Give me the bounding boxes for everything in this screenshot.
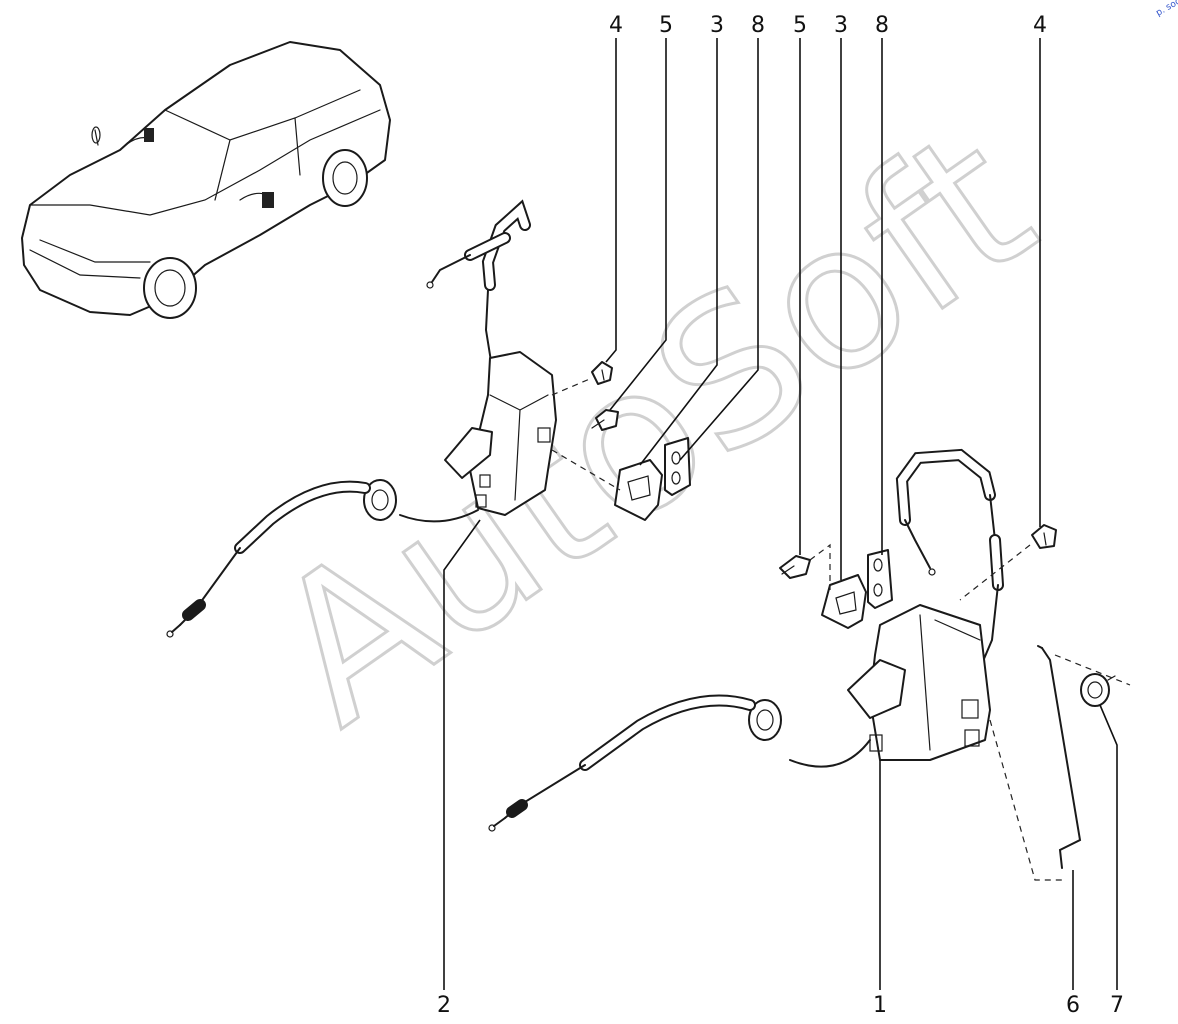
door-lock-assembly-left	[166, 199, 557, 638]
alignment-line	[551, 449, 621, 491]
door-lock-assembly-right	[488, 448, 1004, 832]
callout-top-5: 5	[793, 13, 807, 38]
callout-top-2: 5	[659, 13, 673, 38]
alignment-line	[959, 544, 1031, 601]
callout-top-8: 4	[1033, 13, 1047, 38]
callout-top-7: 8	[875, 13, 889, 38]
alignment-line	[809, 543, 831, 590]
callout-top-3: 3	[710, 13, 724, 38]
car-location-inset	[21, 41, 391, 319]
alignment-line	[551, 377, 593, 396]
striker-assembly-left	[614, 437, 691, 521]
callout-labels: 4 5 3 8 5 3 8 4 2 1 6 7	[437, 13, 1124, 1018]
alignment-line	[1054, 654, 1131, 686]
callout-bottom-1: 2	[437, 993, 451, 1018]
screws-right	[779, 524, 1057, 579]
corner-mark: p. soo	[1155, 0, 1178, 19]
screws-left	[591, 361, 619, 431]
control-rod	[1037, 645, 1082, 869]
alignment-line	[989, 719, 1062, 881]
callout-bottom-2: 1	[873, 993, 887, 1018]
callout-top-1: 4	[609, 13, 623, 38]
rod-clip	[1080, 673, 1116, 707]
callout-top-6: 3	[834, 13, 848, 38]
callout-bottom-4: 7	[1110, 993, 1124, 1018]
callout-bottom-3: 6	[1066, 993, 1080, 1018]
striker-assembly-right	[821, 549, 893, 629]
leader-lines	[443, 38, 1118, 990]
callout-top-4: 8	[751, 13, 765, 38]
